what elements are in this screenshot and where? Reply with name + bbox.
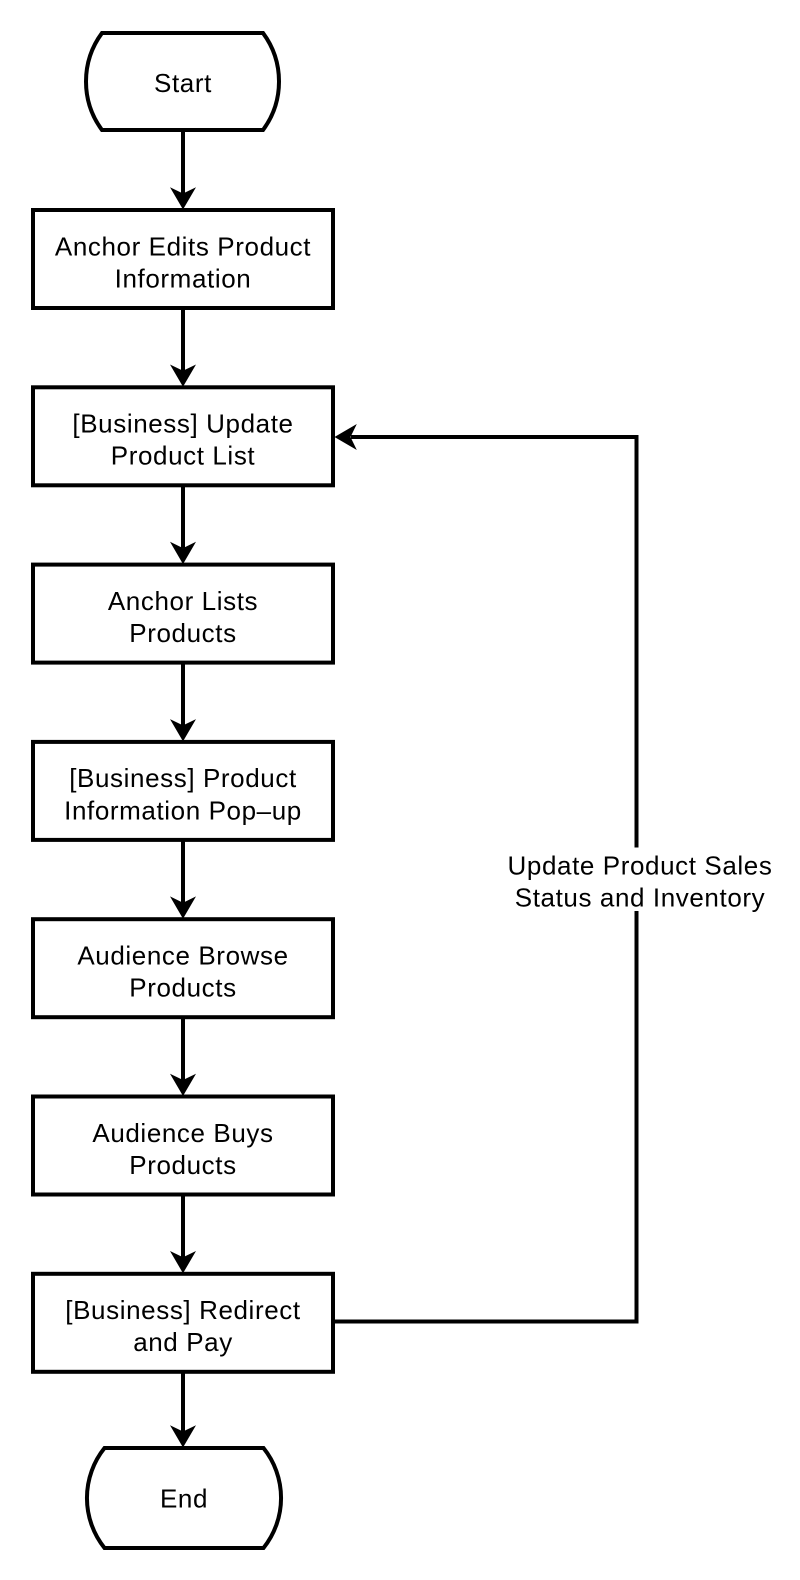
- svg-text:Products: Products: [129, 1150, 236, 1180]
- svg-text:[Business] Redirect: [Business] Redirect: [65, 1295, 301, 1325]
- svg-text:Information Pop–up: Information Pop–up: [64, 795, 302, 825]
- svg-text:[Business] Update: [Business] Update: [72, 409, 293, 439]
- svg-text:Status and Inventory: Status and Inventory: [515, 883, 765, 913]
- svg-text:[Business] Product: [Business] Product: [69, 763, 297, 793]
- svg-text:Anchor Lists: Anchor Lists: [108, 586, 258, 616]
- svg-text:End: End: [160, 1484, 208, 1514]
- svg-text:Information: Information: [115, 263, 252, 293]
- svg-text:Products: Products: [129, 973, 236, 1003]
- svg-text:Audience Buys: Audience Buys: [92, 1118, 273, 1148]
- svg-text:Audience Browse: Audience Browse: [77, 941, 288, 971]
- svg-text:Products: Products: [129, 618, 236, 648]
- svg-text:Anchor Edits Product: Anchor Edits Product: [55, 231, 311, 261]
- svg-text:Product List: Product List: [111, 441, 256, 471]
- svg-text:Update Product Sales: Update Product Sales: [508, 851, 773, 881]
- svg-text:and Pay: and Pay: [133, 1327, 233, 1357]
- svg-text:Start: Start: [154, 68, 212, 98]
